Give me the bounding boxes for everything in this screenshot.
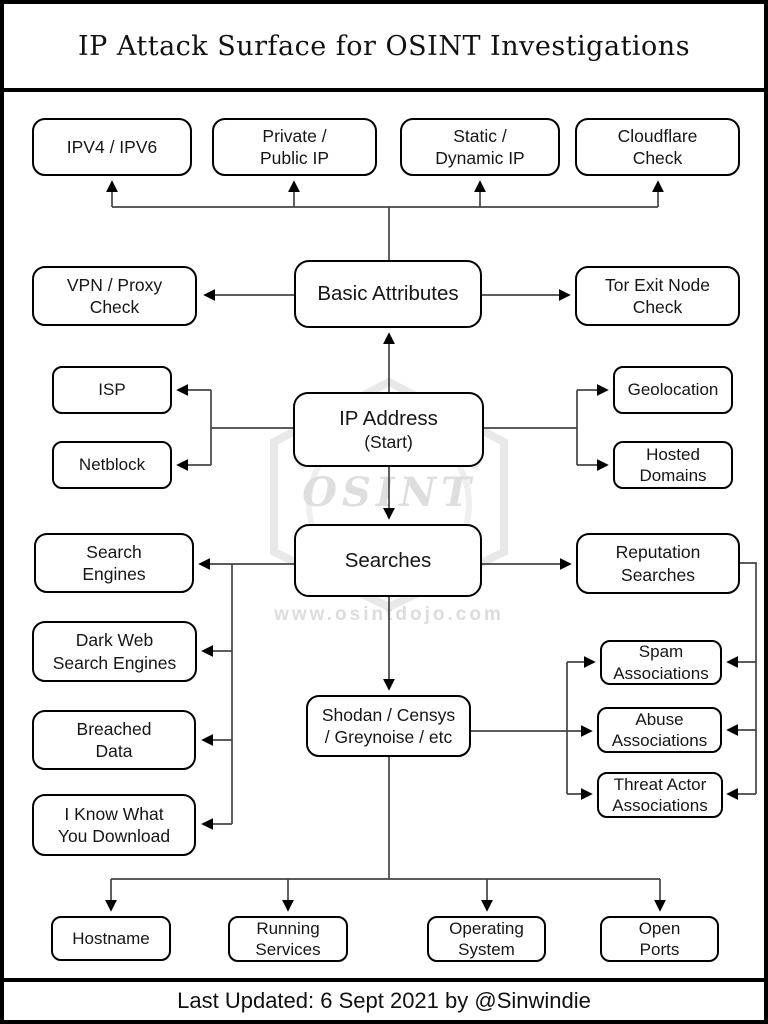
node-label: Hosted Domains [639,444,707,485]
node-label: Tor Exit Node Check [604,274,711,317]
node-static-dynamic-ip: Static / Dynamic IP [400,118,560,176]
node-label: Searches [344,548,432,572]
connector-shodan-right [471,662,568,794]
node-label: Shodan / Censys / Greynoise / etc [321,704,456,747]
title-bar: IP Attack Surface for OSINT Investigatio… [4,4,764,92]
connector-bottom-bus [111,757,660,880]
node-label: Running Services [255,918,321,959]
node-label: Open Ports [638,918,681,959]
node-label: ISP [98,380,126,400]
node-label-line1: IP Address [339,406,438,430]
node-ipv4-ipv6: IPV4 / IPV6 [32,118,192,176]
node-searches: Searches [294,524,482,597]
node-search-engines: Search Engines [34,533,194,593]
node-shodan-censys-greynoise: Shodan / Censys / Greynoise / etc [306,695,471,757]
node-basic-attributes: Basic Attributes [294,260,482,328]
node-reputation-searches: Reputation Searches [576,533,740,594]
node-geolocation: Geolocation [613,366,733,414]
node-isp: ISP [52,366,172,414]
node-label: Operating System [449,918,524,959]
node-abuse-associations: Abuse Associations [597,707,722,753]
node-label: Breached Data [76,718,152,761]
connector-reputation-down [740,562,757,794]
watermark-url: www.osintdojo.com [273,604,504,625]
node-tor-exit-node-check: Tor Exit Node Check [575,266,740,326]
node-label: Basic Attributes [317,282,459,306]
node-open-ports: Open Ports [600,916,719,962]
node-label: Hostname [72,928,150,948]
node-label: Dark Web Search Engines [52,630,177,673]
node-label: Static / Dynamic IP [435,125,525,168]
node-label: Reputation Searches [615,542,701,585]
node-breached-data: Breached Data [32,710,196,770]
node-label: Geolocation [627,380,719,400]
node-label-line2: (Start) [364,432,413,453]
node-label: Private / Public IP [259,125,330,168]
node-i-know-what-you-download: I Know What You Download [32,794,196,856]
footer-text: Last Updated: 6 Sept 2021 by @Sinwindie [177,988,591,1013]
node-threat-actor-associations: Threat Actor Associations [597,772,723,818]
node-label: VPN / Proxy Check [66,274,163,317]
node-private-public-ip: Private / Public IP [212,118,377,176]
node-label: I Know What You Download [57,803,171,846]
node-operating-system: Operating System [427,916,546,962]
node-vpn-proxy-check: VPN / Proxy Check [32,266,197,326]
footer-bar: Last Updated: 6 Sept 2021 by @Sinwindie [4,978,764,1020]
node-label: Cloudflare Check [617,125,698,168]
node-hosted-domains: Hosted Domains [613,441,733,489]
page-title: IP Attack Surface for OSINT Investigatio… [77,30,691,62]
node-hostname: Hostname [51,916,171,961]
node-label: IPV4 / IPV6 [66,136,158,157]
node-label: Threat Actor Associations [612,774,708,815]
node-running-services: Running Services [228,916,348,962]
node-cloudflare-check: Cloudflare Check [575,118,740,176]
node-label: Spam Associations [613,642,709,683]
node-ip-address-start: IP Address (Start) [293,392,484,467]
node-spam-associations: Spam Associations [600,640,722,685]
connector-layer [105,180,757,912]
node-netblock: Netblock [52,441,172,489]
node-dark-web-search-engines: Dark Web Search Engines [32,621,197,682]
connector-ip-right [484,390,578,465]
node-label: Netblock [78,455,146,475]
node-label: Abuse Associations [611,709,708,750]
connector-ip-left [210,390,293,465]
node-label: Search Engines [82,541,146,584]
